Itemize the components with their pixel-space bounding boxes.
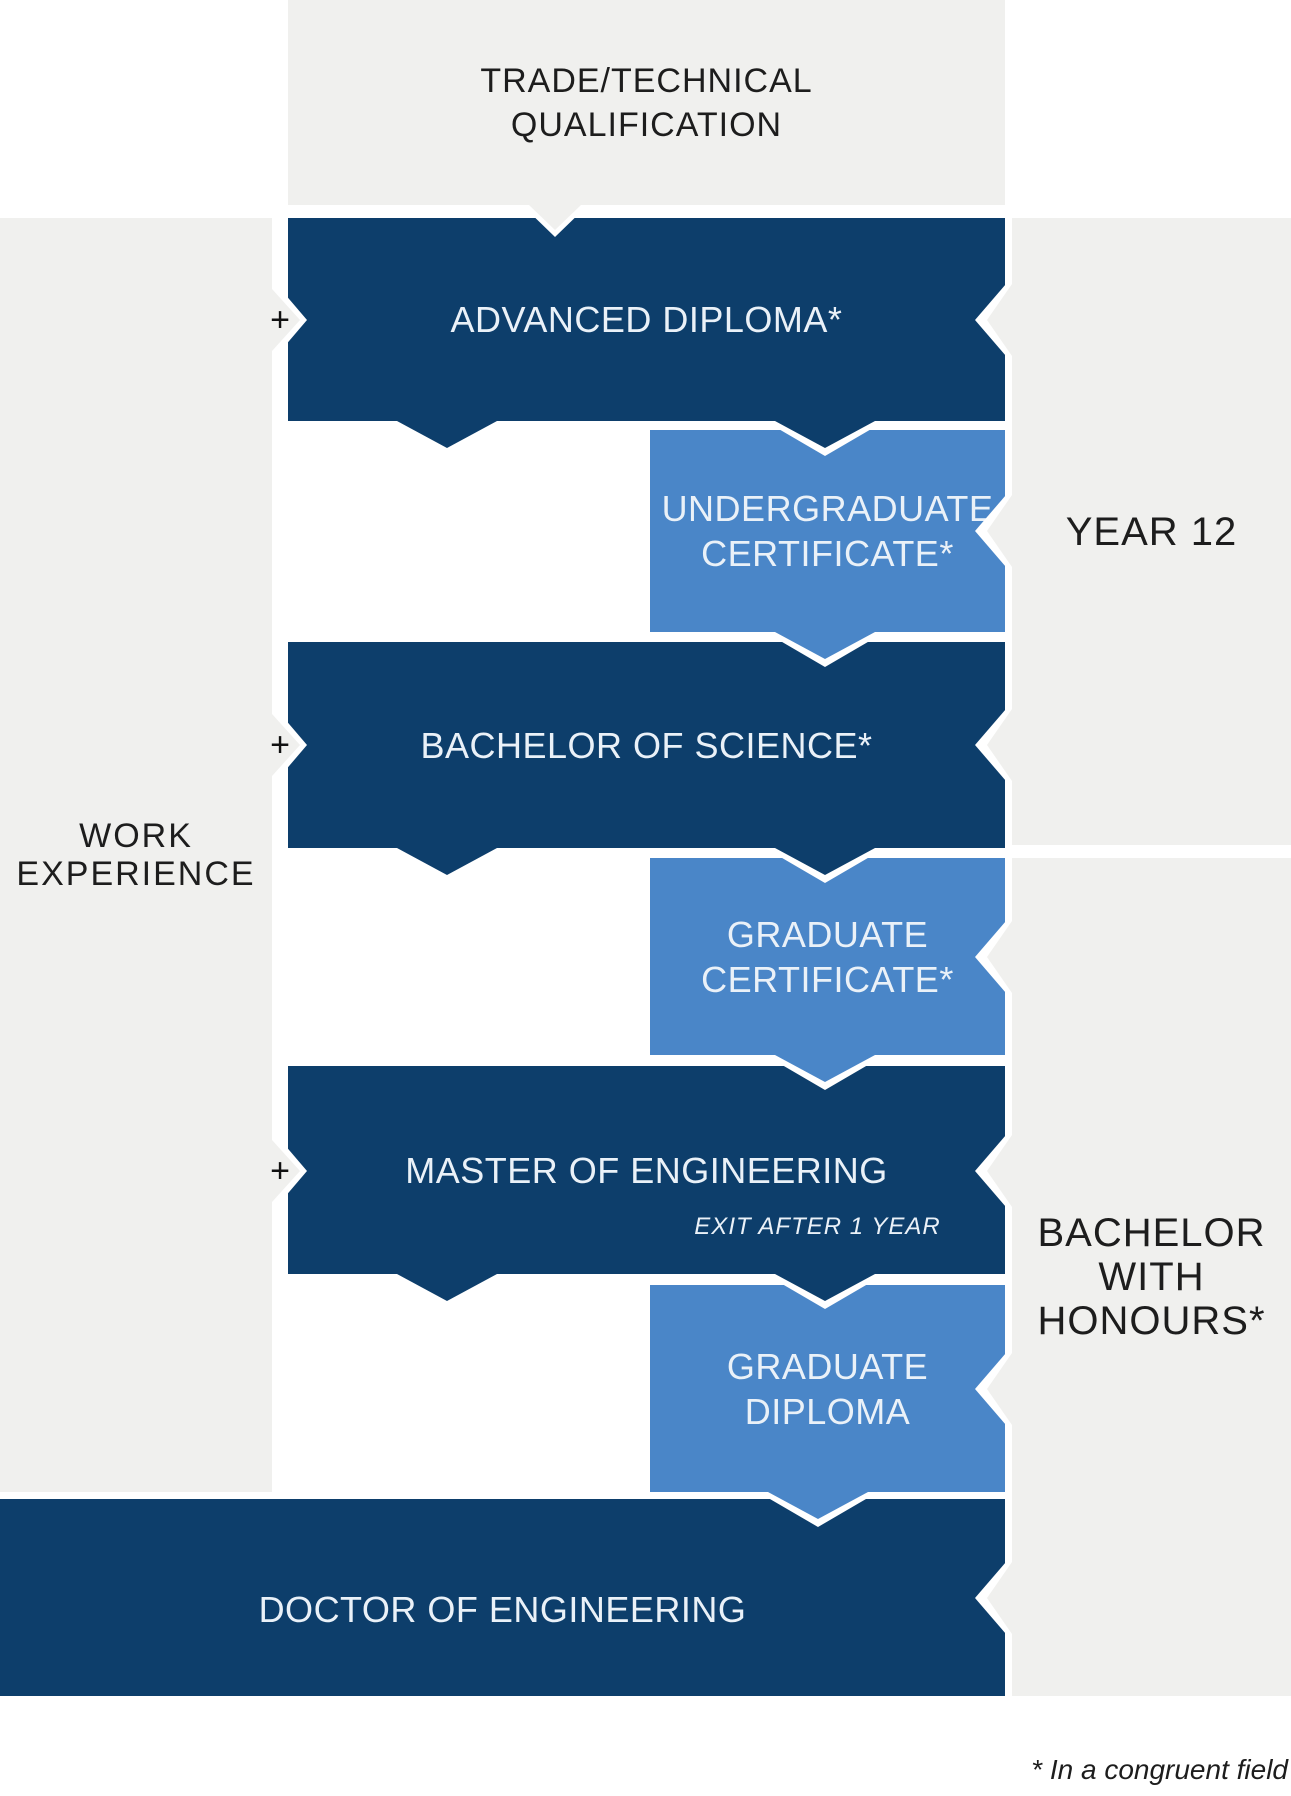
bachelor-of-science-label: BACHELOR OF SCIENCE* bbox=[420, 724, 873, 766]
trade-line-2: QUALIFICATION bbox=[510, 105, 783, 144]
advanced-diploma-label: ADVANCED DIPLOMA* bbox=[450, 299, 843, 340]
master-of-engineering-label: MASTER OF ENGINEERING bbox=[405, 1149, 888, 1191]
doctor-of-engineering-label: DOCTOR OF ENGINEERING bbox=[258, 1589, 747, 1630]
undergraduate-certificate-line-1: UNDERGRADUATE bbox=[661, 488, 994, 529]
undergraduate-certificate-line-2: CERTIFICATE* bbox=[701, 533, 954, 574]
bachelor-honours-line-3: HONOURS* bbox=[1037, 1299, 1266, 1343]
node-trade-technical-qualification: TRADE/TECHNICAL QUALIFICATION bbox=[288, 0, 1005, 205]
work-experience-label: WORK EXPERIENCE bbox=[16, 817, 255, 893]
trade-line-1: TRADE/TECHNICAL bbox=[480, 61, 813, 100]
plus-sign-bachelor: + bbox=[270, 726, 290, 764]
node-master-of-engineering: MASTER OF ENGINEERING bbox=[288, 1066, 1005, 1274]
bachelor-honours-label: BACHELOR WITH HONOURS* bbox=[1037, 1211, 1265, 1343]
plus-sign-master: + bbox=[270, 1152, 290, 1190]
work-experience-line-1: WORK bbox=[79, 817, 193, 855]
node-doctor-of-engineering: DOCTOR OF ENGINEERING bbox=[0, 1499, 1005, 1696]
work-experience-column: WORK EXPERIENCE bbox=[0, 218, 272, 1492]
node-graduate-diploma: GRADUATE DIPLOMA bbox=[650, 1285, 1005, 1492]
bachelor-honours-column: BACHELOR WITH HONOURS* bbox=[1012, 858, 1291, 1696]
trade-qualification-label: TRADE/TECHNICAL QUALIFICATION bbox=[480, 59, 812, 147]
undergraduate-certificate-label: UNDERGRADUATE CERTIFICATE* bbox=[662, 486, 994, 576]
graduate-certificate-label: GRADUATE CERTIFICATE* bbox=[701, 912, 954, 1002]
node-bachelor-of-science: BACHELOR OF SCIENCE* bbox=[288, 642, 1005, 848]
bachelor-honours-line-1: BACHELOR bbox=[1037, 1211, 1266, 1255]
year-12-column: YEAR 12 bbox=[1012, 218, 1291, 845]
work-experience-line-2: EXPERIENCE bbox=[16, 855, 256, 893]
plus-sign-advanced-diploma: + bbox=[270, 301, 290, 339]
node-graduate-certificate: GRADUATE CERTIFICATE* bbox=[650, 858, 1005, 1055]
bachelor-honours-line-2: WITH bbox=[1098, 1255, 1205, 1299]
node-undergraduate-certificate: UNDERGRADUATE CERTIFICATE* bbox=[650, 430, 1005, 632]
graduate-diploma-line-2: DIPLOMA bbox=[744, 1390, 911, 1432]
graduate-diploma-label: GRADUATE DIPLOMA bbox=[727, 1344, 928, 1434]
congruent-field-footnote: * In a congruent field bbox=[1031, 1754, 1288, 1785]
node-advanced-diploma: ADVANCED DIPLOMA* bbox=[288, 218, 1005, 421]
year-12-label: YEAR 12 bbox=[1065, 509, 1238, 554]
graduate-certificate-line-1: GRADUATE bbox=[726, 913, 929, 955]
graduate-certificate-line-2: CERTIFICATE* bbox=[701, 958, 954, 1000]
graduate-diploma-line-1: GRADUATE bbox=[726, 1345, 929, 1387]
exit-after-1-year-note: EXIT AFTER 1 YEAR bbox=[694, 1213, 941, 1240]
